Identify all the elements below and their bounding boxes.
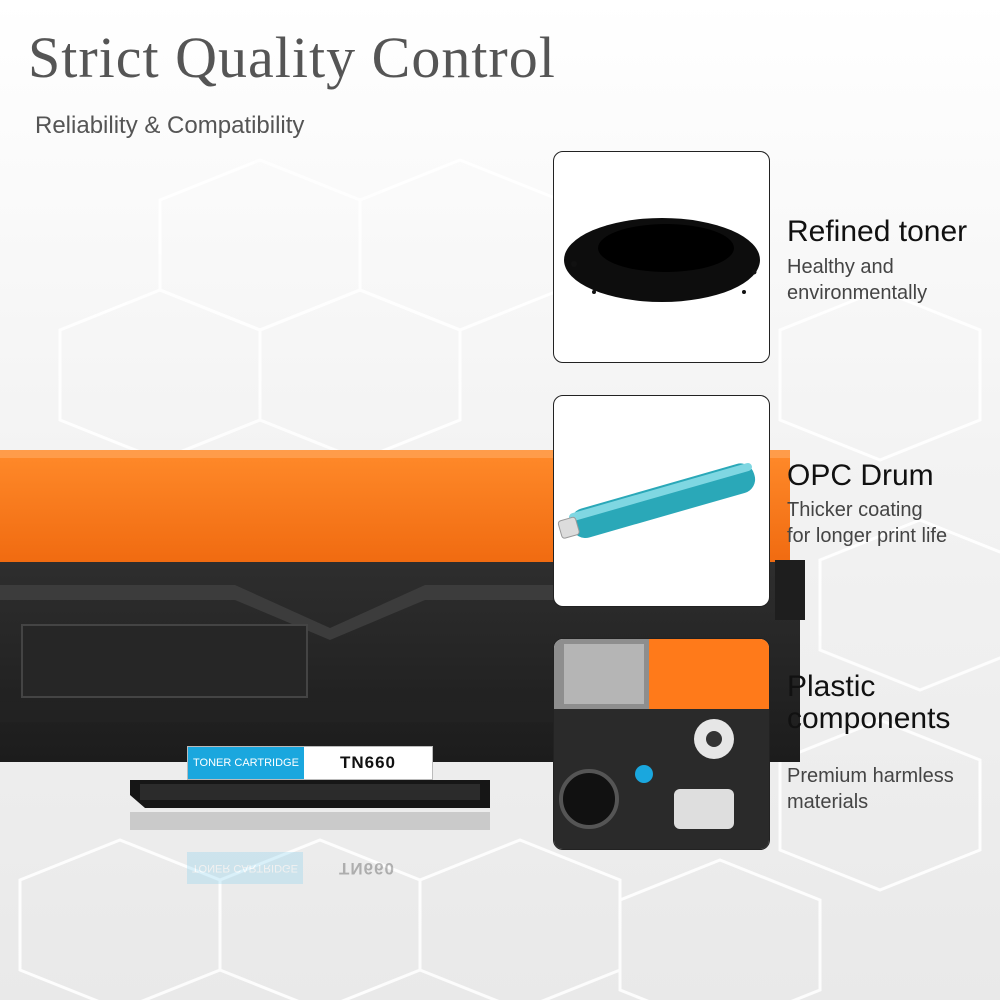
opc-drum-image-panel xyxy=(553,395,770,607)
feature-title-refined-toner: Refined toner xyxy=(787,215,968,248)
feature-title-plastic-line1: Plastic xyxy=(787,670,876,703)
cartridge-label-model: TN660 xyxy=(339,753,397,772)
refined-toner-image-panel xyxy=(553,151,770,363)
feature-title-opc-drum: OPC Drum xyxy=(787,459,934,492)
toner-powder-icon xyxy=(564,218,760,302)
drum-roller-icon xyxy=(557,462,756,539)
feature-desc-opc-drum-line1: Thicker coating xyxy=(787,499,923,521)
feature-title-plastic-line2: components xyxy=(787,702,951,735)
feature-desc-refined-toner-line2: environmentally xyxy=(787,282,928,304)
reflection-label-type: TONER CARTRIDGE xyxy=(187,852,303,884)
cartridge-label-reflection: TONER CARTRIDGE TN660 xyxy=(187,852,431,884)
page-subtitle: Reliability & Compatibility xyxy=(35,112,305,139)
plastic-gear-icon xyxy=(554,639,769,849)
plastic-components-image-panel xyxy=(553,638,770,850)
cartridge-label-type: TONER CARTRIDGE xyxy=(188,747,304,779)
page-title: Strict Quality Control xyxy=(28,25,556,90)
feature-desc-opc-drum-line2: for longer print life xyxy=(787,525,948,547)
feature-desc-refined-toner-line1: Healthy and xyxy=(787,256,894,278)
feature-desc-plastic-line2: materials xyxy=(787,791,869,813)
reflection-label-model: TN660 xyxy=(338,859,396,878)
feature-desc-plastic-line1: Premium harmless xyxy=(787,765,954,787)
cartridge-label: TONER CARTRIDGE TN660 xyxy=(187,746,433,780)
